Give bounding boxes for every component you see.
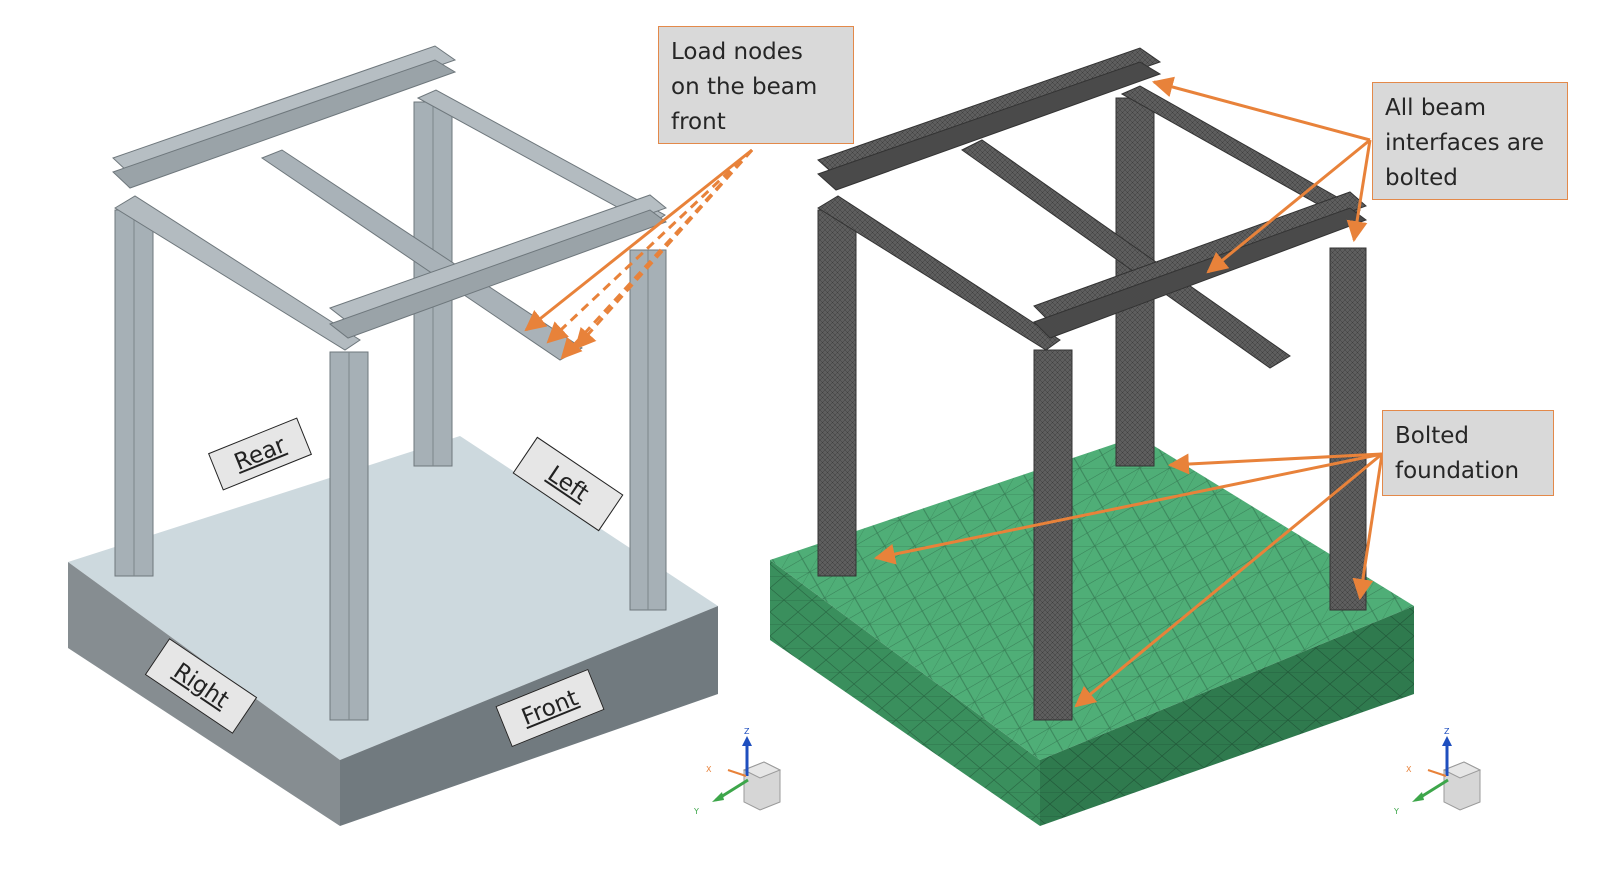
callout-load-nodes-line-1: Load nodes xyxy=(671,39,803,65)
left-model xyxy=(68,45,718,826)
callout-beam-interfaces-line-1: All beam xyxy=(1385,95,1487,121)
callout-load-nodes: Load nodes on the beam front xyxy=(658,26,854,144)
callout-beam-interfaces: All beam interfaces are bolted xyxy=(1372,82,1568,200)
right-column-front-left xyxy=(1033,349,1073,721)
callout-beam-interfaces-line-3: bolted xyxy=(1385,165,1458,191)
left-beam-side-left xyxy=(114,195,361,351)
callout-bolted-foundation: Bolted foundation xyxy=(1382,410,1554,496)
right-beam-middle xyxy=(961,139,1291,369)
right-slab-right xyxy=(1040,606,1414,826)
axis-z-label-right: Z xyxy=(1444,727,1450,736)
axis-y-label: Y xyxy=(693,807,699,816)
foundation-arrows xyxy=(873,452,1384,708)
right-beam-front xyxy=(1033,191,1367,323)
callout-bolted-foundation-line-1: Bolted xyxy=(1395,423,1470,449)
axis-z-label: Z xyxy=(744,727,750,736)
axis-x-label-right: X xyxy=(1406,765,1412,774)
axis-triad-left: Z X Y xyxy=(693,727,782,816)
right-beam-side-left xyxy=(817,195,1061,351)
beam-interface-arrows xyxy=(1151,76,1372,274)
right-column-rear-left xyxy=(817,209,857,577)
left-beam-front xyxy=(328,194,668,323)
callout-bolted-foundation-line-2: foundation xyxy=(1395,458,1520,484)
load-nodes-arrows xyxy=(524,148,754,360)
axis-x-label: X xyxy=(706,765,712,774)
callout-load-nodes-line-3: front xyxy=(671,109,726,135)
axis-triad-right: Z X Y xyxy=(1393,727,1482,816)
right-column-front-right xyxy=(1329,247,1367,611)
axis-y-label-right: Y xyxy=(1393,807,1399,816)
right-slab-top xyxy=(770,436,1414,760)
right-slab-left xyxy=(770,560,1040,826)
callout-load-nodes-line-2: on the beam xyxy=(671,74,818,100)
right-model xyxy=(770,47,1414,826)
left-beam-side-right xyxy=(416,89,666,226)
callout-beam-interfaces-line-2: interfaces are xyxy=(1385,130,1545,156)
